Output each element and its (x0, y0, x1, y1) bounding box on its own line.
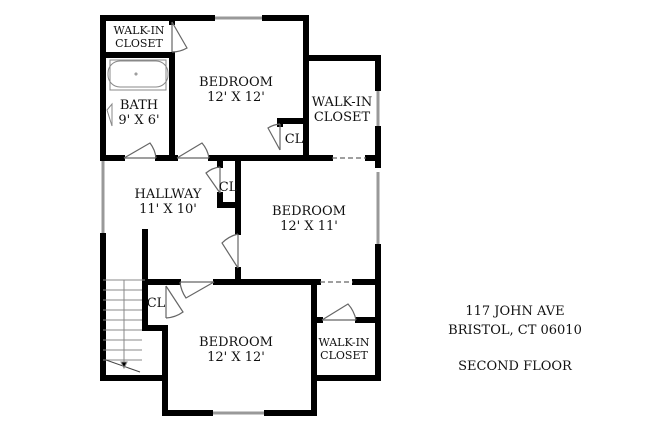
stairs (103, 279, 145, 373)
address-line-1: 117 JOHN AVE (465, 304, 565, 319)
room-label-cl-top: CL (284, 132, 304, 147)
door-swings (123, 21, 366, 321)
address-line-2: BRISTOL, CT 06010 (448, 323, 582, 338)
bathtub (106, 59, 169, 127)
room-label-cl-low: CL (146, 296, 166, 311)
floor-label: SECOND FLOOR (458, 359, 572, 374)
room-label-cl-hall: CL (218, 180, 238, 195)
walls (100, 15, 381, 416)
windows (101, 16, 380, 415)
